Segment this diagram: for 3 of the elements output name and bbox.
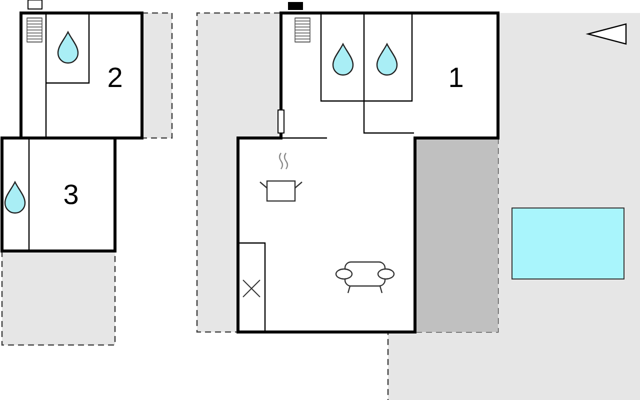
room-number: 3	[63, 181, 79, 209]
room-number: 1	[448, 64, 464, 92]
room-number: 2	[107, 64, 123, 92]
